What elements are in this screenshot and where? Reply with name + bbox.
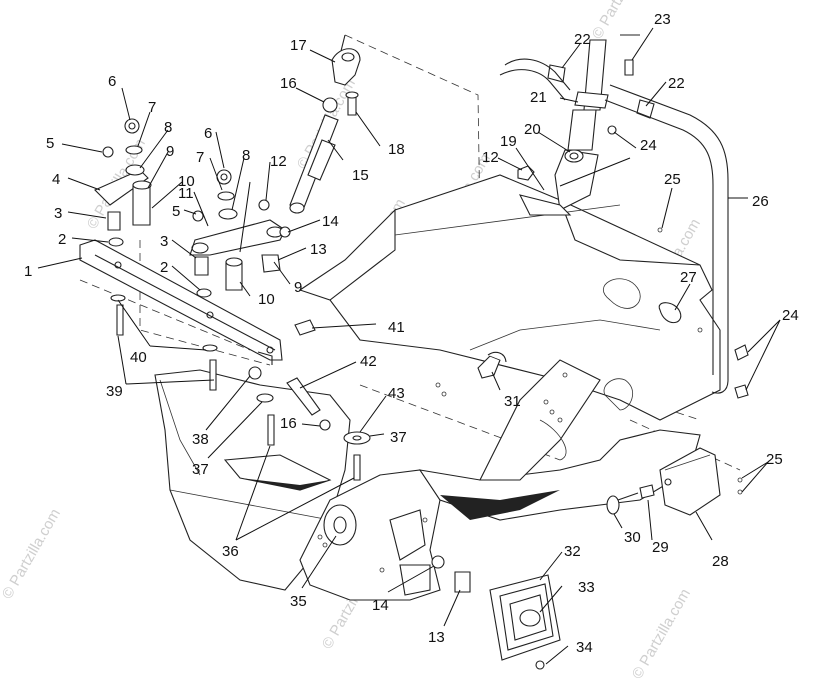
callout-35: 35 xyxy=(290,593,307,610)
callout-25: 25 xyxy=(766,451,783,468)
callout-3: 3 xyxy=(160,233,168,250)
callout-8: 8 xyxy=(242,147,250,164)
callout-18: 18 xyxy=(388,141,405,158)
callout-24: 24 xyxy=(640,137,657,154)
chassis-bulkhead xyxy=(154,174,721,601)
callout-2: 2 xyxy=(58,231,66,248)
callout-41: 41 xyxy=(388,319,405,336)
tie-rod xyxy=(289,48,361,214)
watermark: © Partzilla.com xyxy=(629,586,694,682)
steering-column xyxy=(499,39,655,216)
callout-31: 31 xyxy=(504,393,521,410)
watermark: © Partzilla.com xyxy=(589,0,654,42)
side-plate xyxy=(606,447,743,516)
callout-9: 9 xyxy=(166,143,174,160)
callout-6: 6 xyxy=(204,125,212,142)
callout-29: 29 xyxy=(652,539,669,556)
callout-7: 7 xyxy=(148,99,156,116)
callout-42: 42 xyxy=(360,353,377,370)
callout-22: 22 xyxy=(574,31,591,48)
callout-23: 23 xyxy=(654,11,671,28)
callout-17: 17 xyxy=(290,37,307,54)
callout-11: 11 xyxy=(178,185,194,202)
callout-12: 12 xyxy=(270,153,287,170)
callout-3: 3 xyxy=(54,205,62,222)
callout-25: 25 xyxy=(664,171,681,188)
callout-40: 40 xyxy=(130,349,147,366)
callout-14: 14 xyxy=(322,213,339,230)
callout-5: 5 xyxy=(46,135,54,152)
callout-1: 1 xyxy=(24,263,32,280)
callout-5: 5 xyxy=(172,203,180,220)
callout-10: 10 xyxy=(258,291,275,308)
callout-36: 36 xyxy=(222,543,239,560)
callout-38: 38 xyxy=(192,431,209,448)
callout-labels: 1 2 2 3 3 4 5 5 6 6 7 7 8 8 9 9 10 10 11… xyxy=(24,11,799,656)
left-steering-arm xyxy=(94,118,152,247)
callout-43: 43 xyxy=(388,385,405,402)
callout-26: 26 xyxy=(752,193,769,210)
callout-15: 15 xyxy=(352,167,369,184)
steering-support-bar xyxy=(79,239,283,365)
callout-4: 4 xyxy=(52,171,60,188)
callout-27: 27 xyxy=(680,269,697,286)
callout-13: 13 xyxy=(310,241,327,258)
callout-16: 16 xyxy=(280,75,297,92)
callout-9: 9 xyxy=(294,279,302,296)
callout-8: 8 xyxy=(164,119,172,136)
callout-21: 21 xyxy=(530,89,547,106)
callout-7: 7 xyxy=(196,149,204,166)
callout-16: 16 xyxy=(280,415,297,432)
callout-37: 37 xyxy=(390,429,407,446)
leader-lines xyxy=(37,27,781,665)
right-steering-arm xyxy=(189,169,291,298)
callout-10: 10 xyxy=(178,173,195,190)
callout-14: 14 xyxy=(372,597,389,614)
callout-2: 2 xyxy=(160,259,168,276)
callout-39: 39 xyxy=(106,383,123,400)
watermark: © Partzilla.com xyxy=(0,506,64,602)
callout-24: 24 xyxy=(782,307,799,324)
callout-32: 32 xyxy=(564,543,581,560)
handlebar-loop xyxy=(604,34,749,399)
callout-33: 33 xyxy=(578,579,595,596)
callout-13: 13 xyxy=(428,629,445,646)
callout-37: 37 xyxy=(192,461,209,478)
callout-22: 22 xyxy=(668,75,685,92)
fasteners xyxy=(110,294,682,670)
callout-12: 12 xyxy=(482,149,499,166)
callout-30: 30 xyxy=(624,529,641,546)
callout-6: 6 xyxy=(108,73,116,90)
callout-28: 28 xyxy=(712,553,729,570)
callout-19: 19 xyxy=(500,133,517,150)
callout-20: 20 xyxy=(524,121,541,138)
callout-34: 34 xyxy=(576,639,593,656)
shift-boot xyxy=(489,574,561,661)
